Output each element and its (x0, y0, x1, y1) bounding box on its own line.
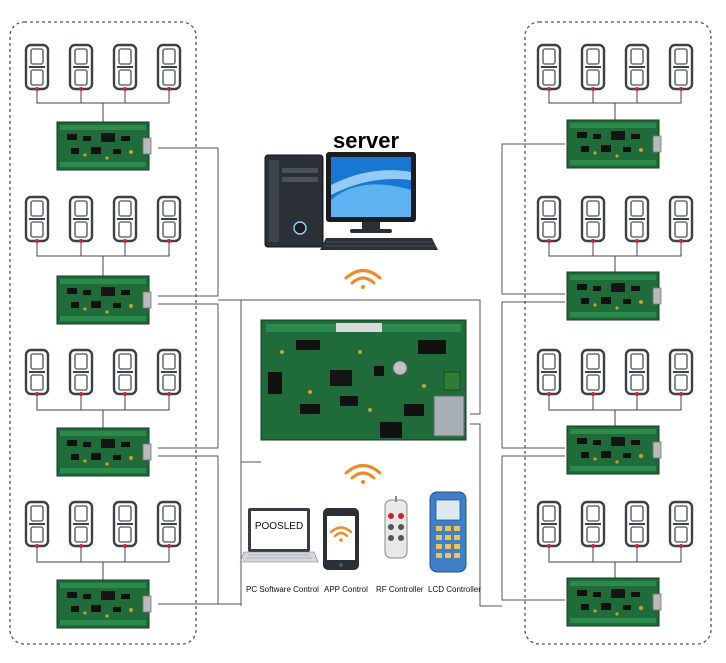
left-group-border (9, 21, 197, 645)
right-display-group-1 (536, 43, 694, 169)
digit-8-icon (668, 348, 694, 396)
digit-8-icon (580, 43, 606, 91)
digit-8-icon (536, 348, 562, 396)
digit-8-icon (624, 500, 650, 548)
digit-8-icon (668, 195, 694, 243)
controller-board-icon (566, 119, 662, 169)
digit-8-icon (624, 43, 650, 91)
app-control-label: APP Control (324, 585, 368, 594)
digit-8-icon (668, 500, 694, 548)
digit-8-icon (112, 500, 138, 548)
controller-board-icon (56, 275, 152, 325)
digit-8-icon (580, 500, 606, 548)
digit-8-icon (68, 348, 94, 396)
digit-8-icon (112, 348, 138, 396)
wireless-signal-icon (344, 464, 382, 484)
digit-8-icon (536, 195, 562, 243)
digit-8-icon (68, 500, 94, 548)
digit-8-icon (24, 348, 50, 396)
digit-8-icon (68, 43, 94, 91)
rf-remote-icon (384, 496, 408, 559)
controller-board-icon (566, 271, 662, 321)
digit-8-icon (536, 43, 562, 91)
digit-8-icon (156, 348, 182, 396)
lcd-controller-icon (429, 491, 467, 573)
server-computer-icon (264, 152, 438, 250)
digit-8-icon (112, 195, 138, 243)
right-group-border (524, 21, 712, 645)
right-display-group-2 (536, 195, 694, 321)
main-control-board-icon (260, 319, 467, 441)
right-display-group-3 (536, 348, 694, 475)
controller-board-icon (56, 579, 152, 629)
digit-8-icon (156, 500, 182, 548)
digit-8-icon (536, 500, 562, 548)
digit-8-icon (580, 195, 606, 243)
digit-8-icon (24, 43, 50, 91)
rf-controller-label: RF Controller (376, 585, 424, 594)
left-display-group-3 (24, 348, 182, 477)
phone-icon (323, 508, 359, 570)
left-display-group-1 (24, 43, 182, 171)
digit-8-icon (156, 43, 182, 91)
controller-board-icon (56, 427, 152, 477)
controller-board-icon (56, 121, 152, 171)
controller-board-icon (566, 577, 662, 627)
server-label: server (333, 128, 400, 153)
digit-8-icon (24, 195, 50, 243)
pc-screen-text: POOSLED (255, 521, 303, 532)
lcd-controller-label: LCD Controller (428, 585, 481, 594)
digit-8-icon (112, 43, 138, 91)
left-display-group-2 (24, 195, 182, 325)
digit-8-icon (156, 195, 182, 243)
digit-8-icon (624, 348, 650, 396)
digit-8-icon (580, 348, 606, 396)
pc-software-control-label: PC Software Control (246, 585, 319, 594)
laptop-icon: POOSLED (239, 508, 319, 563)
controller-board-icon (566, 425, 662, 475)
digit-8-icon (68, 195, 94, 243)
left-display-group-4 (24, 500, 182, 629)
digit-8-icon (24, 500, 50, 548)
wiring (158, 143, 565, 607)
wireless-signal-icon (344, 269, 382, 289)
digit-8-icon (668, 43, 694, 91)
digit-8-icon (624, 195, 650, 243)
right-display-group-4 (536, 500, 694, 627)
